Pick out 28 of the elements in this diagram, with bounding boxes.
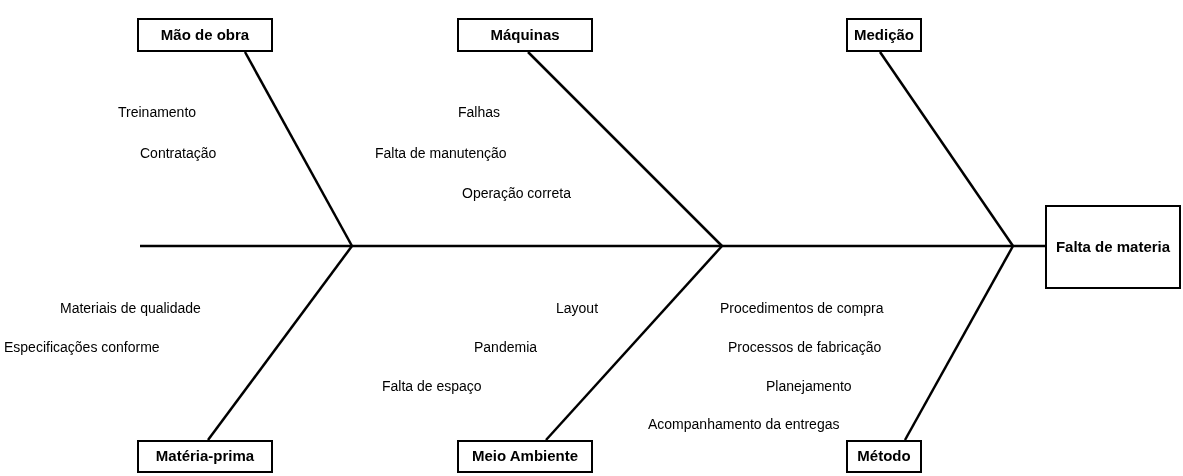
cause-label: Falta de espaço bbox=[382, 377, 482, 395]
category-box: Matéria-prima bbox=[137, 440, 273, 473]
bone-line bbox=[243, 51, 354, 247]
bone-line bbox=[207, 245, 353, 441]
cause-label: Layout bbox=[556, 299, 599, 317]
cause-label: Treinamento bbox=[118, 103, 197, 121]
category-box: Meio Ambiente bbox=[457, 440, 593, 473]
cause-label: Planejamento bbox=[766, 377, 852, 395]
cause-label: Materiais de qualidade bbox=[60, 299, 201, 317]
bone-line bbox=[545, 245, 723, 441]
category-box: Método bbox=[846, 440, 922, 473]
spine-line bbox=[140, 244, 1045, 248]
effect-box: Falta de materia bbox=[1045, 205, 1181, 289]
category-box: Medição bbox=[846, 18, 922, 52]
bone-line bbox=[527, 51, 723, 247]
cause-label: Operação correta bbox=[462, 184, 571, 202]
cause-label: Pandemia bbox=[474, 338, 538, 356]
bone-line bbox=[903, 245, 1015, 441]
cause-label: Acompanhamento da entregas bbox=[648, 415, 840, 433]
category-box: Mão de obra bbox=[137, 18, 273, 52]
cause-label: Falta de manutenção bbox=[375, 144, 507, 162]
cause-label: Contratação bbox=[140, 144, 217, 162]
cause-label: Processos de fabricação bbox=[728, 338, 882, 356]
cause-label: Especificações conforme bbox=[4, 338, 160, 356]
cause-label: Procedimentos de compra bbox=[720, 299, 884, 317]
category-box: Máquinas bbox=[457, 18, 593, 52]
cause-label: Falhas bbox=[458, 103, 501, 121]
bone-line bbox=[878, 51, 1015, 247]
